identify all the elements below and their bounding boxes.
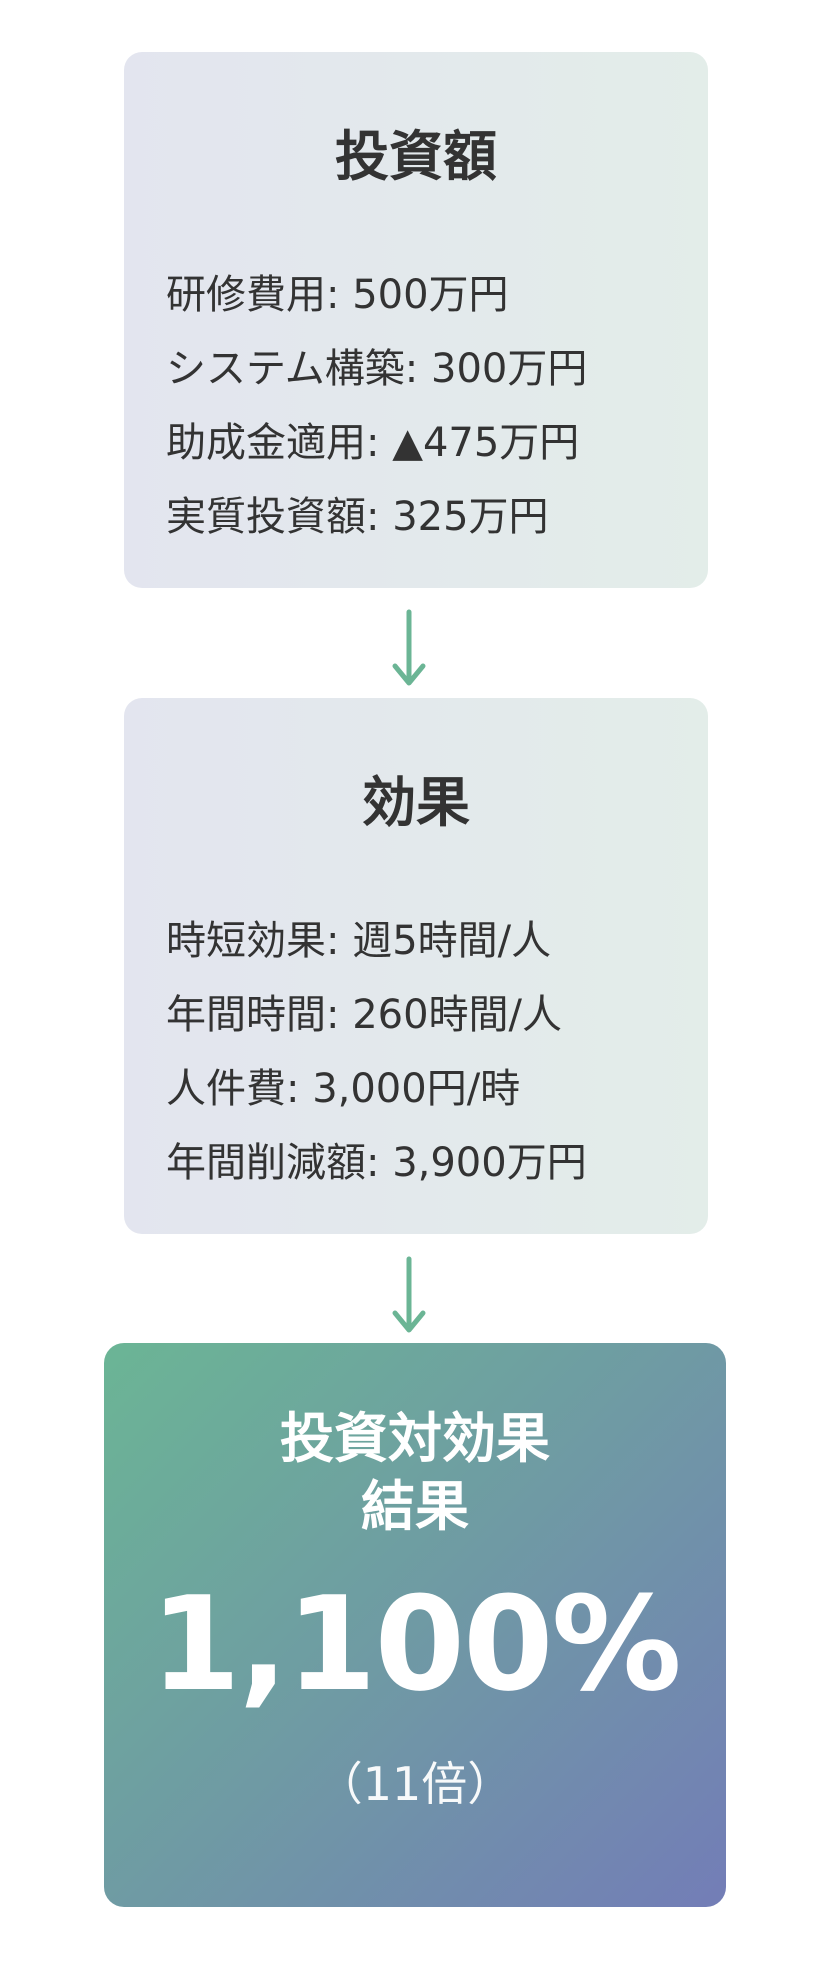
result-title: 投資対効果 結果 — [104, 1405, 726, 1541]
effect-title: 効果 — [362, 771, 470, 834]
investment-lines: 研修費用: 500万円 システム構築: 300万円 助成金適用: ▲475万円 … — [166, 258, 587, 554]
roi-multiplier: （11倍） — [316, 1757, 514, 1811]
investment-line-training: 研修費用: 500万円 — [166, 272, 509, 318]
effect-line-annual-savings: 年間削減額: 3,900万円 — [166, 1140, 587, 1186]
effect-lines: 時短効果: 週5時間/人 年間時間: 260時間/人 人件費: 3,000円/時… — [166, 904, 587, 1200]
investment-card: 投資額 研修費用: 500万円 システム構築: 300万円 助成金適用: ▲47… — [124, 52, 708, 588]
investment-title: 投資額 — [335, 125, 497, 188]
arrow-down-icon — [392, 1256, 426, 1333]
effect-card: 効果 時短効果: 週5時間/人 年間時間: 260時間/人 人件費: 3,000… — [124, 698, 708, 1234]
arrow-down-icon — [392, 609, 426, 686]
result-title-line1: 投資対効果 — [280, 1407, 550, 1470]
effect-line-annual-hours: 年間時間: 260時間/人 — [166, 992, 563, 1038]
investment-line-system: システム構築: 300万円 — [166, 346, 588, 392]
result-title-line2: 結果 — [361, 1475, 469, 1538]
investment-line-subsidy: 助成金適用: ▲475万円 — [166, 420, 580, 466]
roi-result-card: 投資対効果 結果 1,100% （11倍） — [104, 1343, 726, 1907]
investment-line-net: 実質投資額: 325万円 — [166, 494, 549, 540]
effect-line-time-saving: 時短効果: 週5時間/人 — [166, 918, 552, 964]
effect-line-labor-cost: 人件費: 3,000円/時 — [166, 1066, 521, 1112]
roi-percentage: 1,100% — [150, 1568, 681, 1720]
